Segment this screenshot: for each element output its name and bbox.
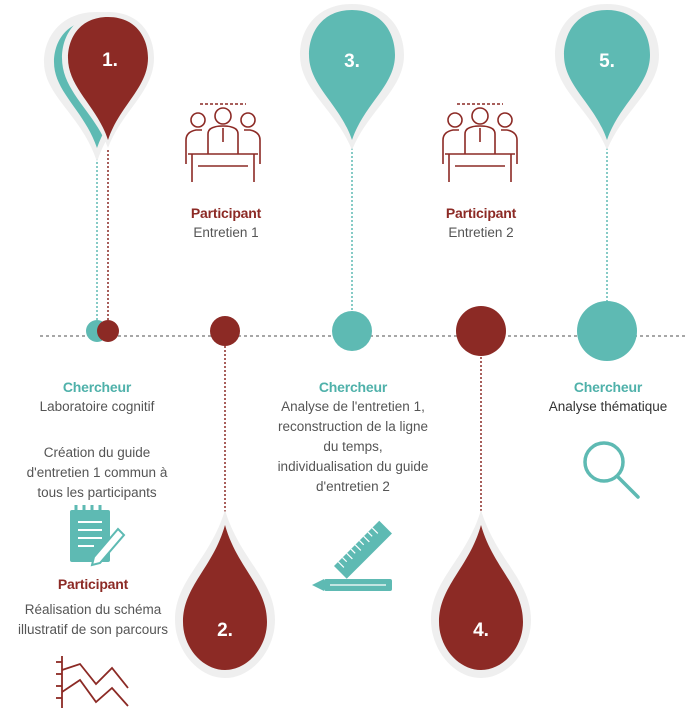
text-line: du temps, [323, 439, 383, 454]
participant-block-2: Participant Entretien 2 [411, 203, 551, 243]
guide-creation-text: Création du guide d'entretien 1 commun à… [4, 443, 190, 503]
text-line: Création du guide [43, 445, 151, 460]
marker-1-number: 1. [102, 50, 118, 71]
text-line: Réalisation du schéma [24, 602, 162, 617]
timeline-dot-4 [456, 306, 506, 356]
participant-label: Participant [57, 576, 129, 592]
participant-block-3: Participant Réalisation du schéma illust… [0, 574, 186, 640]
researcher-block-1: Chercheur Laboratoire cognitif [12, 377, 182, 417]
notepad-icon [70, 505, 126, 567]
researcher-block-2: Chercheur Analyse de l'entretien 1, reco… [262, 377, 444, 497]
thematic-analysis-label: Analyse thématique [548, 399, 668, 414]
text-line: Analyse de l'entretien 1, [281, 399, 425, 414]
text-line: reconstruction de la ligne [277, 419, 429, 434]
timeline-dot-3 [332, 311, 372, 351]
text-line: illustratif de son parcours [17, 622, 169, 637]
researcher-label: Chercheur [62, 379, 132, 395]
meeting-icon [442, 103, 518, 182]
marker-1: 1. [44, 12, 154, 162]
marker-5: 5. [555, 4, 659, 150]
timeline-dot-2 [210, 316, 240, 346]
magnifier-icon [583, 441, 640, 499]
text-line: d'entretien 1 commun à [26, 465, 168, 480]
marker-4: 4. [431, 510, 531, 678]
text-line: tous les participants [37, 485, 157, 500]
marker-2: 2. [175, 510, 275, 678]
marker-3-number: 3. [344, 51, 360, 72]
timeline-dot-5 [577, 301, 637, 361]
researcher-block-3: Chercheur Analyse thématique [523, 377, 685, 417]
interview-label: Entretien 2 [448, 225, 514, 240]
participant-block-1: Participant Entretien 1 [156, 203, 296, 243]
interview-label: Entretien 1 [193, 225, 259, 240]
meeting-icon [185, 103, 261, 182]
marker-5-number: 5. [599, 51, 615, 72]
marker-2-number: 2. [217, 620, 233, 641]
chart-icon [56, 656, 129, 708]
ruler-pencil-icon [312, 520, 392, 591]
marker-3: 3. [300, 4, 404, 150]
text-line: d'entretien 2 [316, 479, 390, 494]
marker-4-number: 4. [473, 620, 489, 641]
researcher-label: Chercheur [318, 379, 388, 395]
timeline-dot-1-red [97, 320, 119, 342]
participant-label: Participant [445, 205, 517, 221]
researcher-label: Chercheur [573, 379, 643, 395]
lab-label: Laboratoire cognitif [39, 399, 155, 414]
text-line: individualisation du guide [277, 459, 429, 474]
participant-label: Participant [190, 205, 262, 221]
